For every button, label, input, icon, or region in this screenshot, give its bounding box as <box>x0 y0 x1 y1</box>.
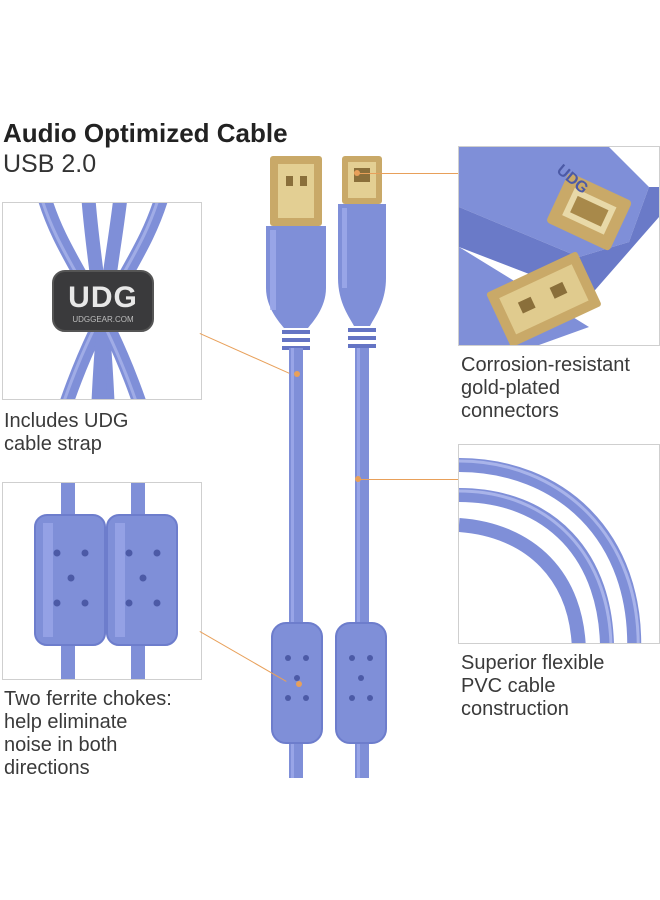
strap-photo: UDG UDGGEAR.COM <box>2 202 202 400</box>
strap-text: UDGGEAR.COM <box>72 315 134 324</box>
pvc-cable-photo <box>458 444 660 644</box>
page-subtitle: USB 2.0 <box>3 150 97 178</box>
usb-cable-product <box>266 156 387 778</box>
leader-pvc <box>360 479 458 480</box>
connectors-photo: UDG <box>458 146 660 346</box>
strap-logo: UDG <box>68 281 138 314</box>
leader-dot-ferrite <box>296 681 302 687</box>
leader-dot-strap <box>294 371 300 377</box>
ferrite-photo <box>2 482 202 680</box>
caption-pvc-cable: Superior flexible PVC cable construction <box>461 652 605 720</box>
page-title: Audio Optimized Cable <box>3 118 288 148</box>
caption-cable-strap: Includes UDG cable strap <box>4 410 129 455</box>
caption-gold-connectors: Corrosion-resistant gold-plated connecto… <box>461 354 630 422</box>
leader-dot-connectors <box>354 170 360 176</box>
caption-ferrite-chokes: Two ferrite chokes: help eliminate noise… <box>4 688 172 779</box>
leader-connectors <box>358 173 458 174</box>
leader-dot-pvc <box>355 476 361 482</box>
